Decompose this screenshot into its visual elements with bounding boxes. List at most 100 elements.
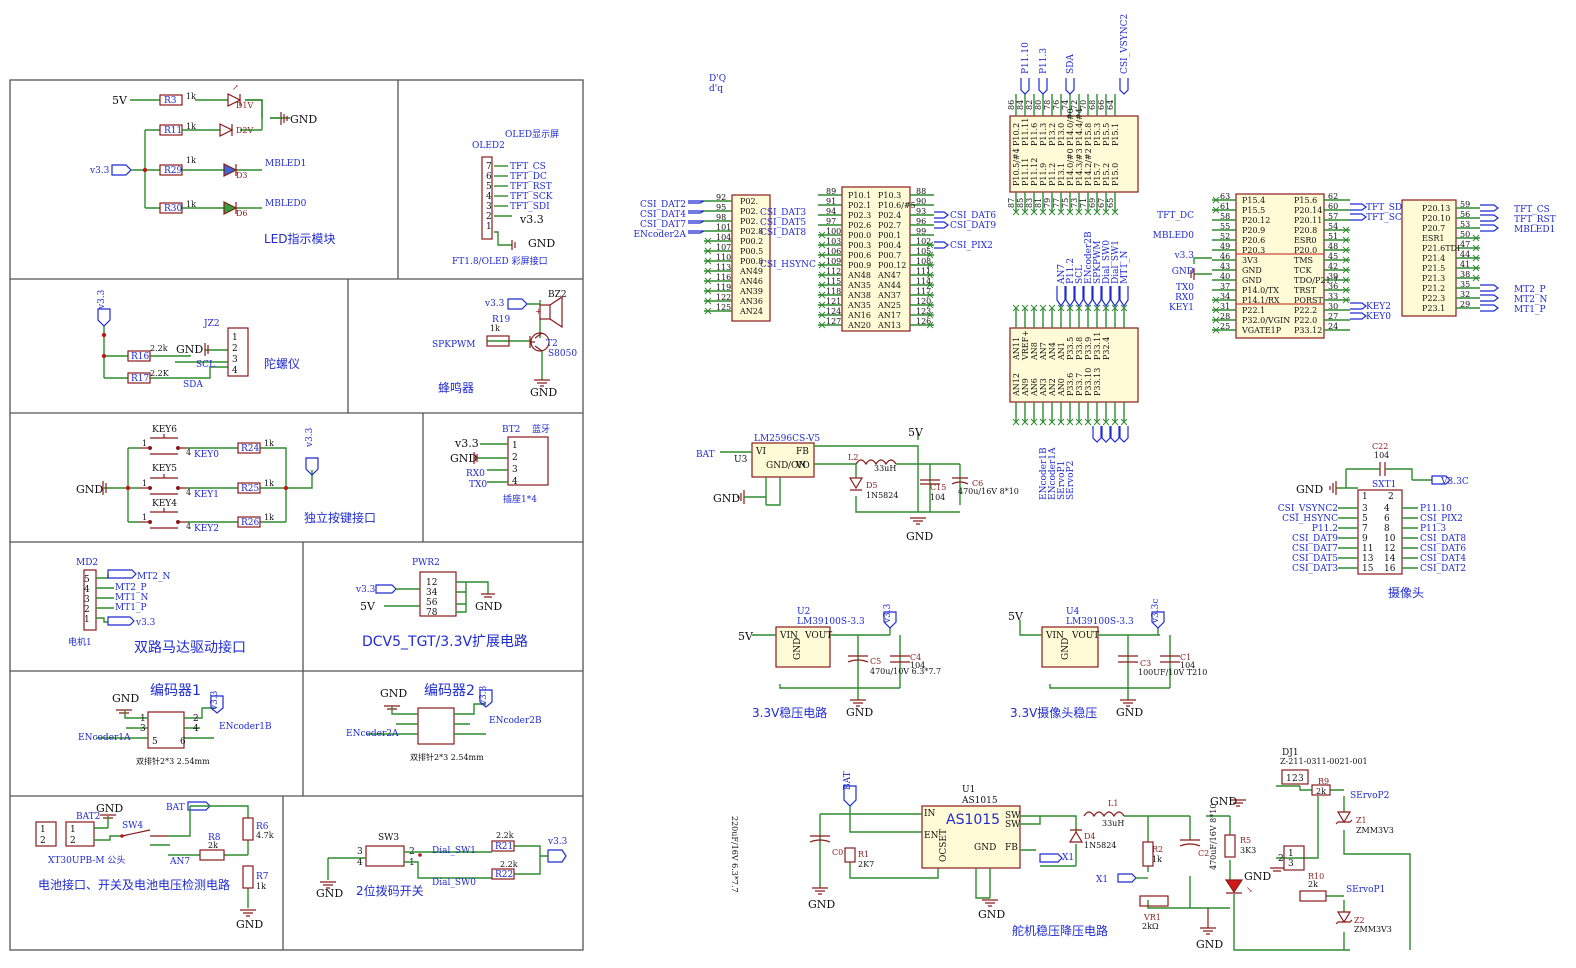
- svg-text:GND: GND: [1061, 638, 1071, 660]
- p15-left-net: GND: [1172, 267, 1194, 277]
- svg-text:电机1: 电机1: [68, 636, 92, 648]
- mcu-bot-net: SErvoP2: [1066, 461, 1076, 500]
- svg-text:P11.11: P11.11: [1021, 158, 1030, 186]
- oled-net-label: TFT_SDI: [510, 202, 550, 212]
- svg-text:ENcoder1B: ENcoder1B: [219, 722, 272, 732]
- svg-text:1: 1: [409, 858, 415, 868]
- svg-text:67: 67: [1097, 198, 1106, 208]
- svg-text:GND: GND: [316, 887, 343, 900]
- svg-text:D1V: D1V: [236, 101, 254, 110]
- svg-text:2.2k: 2.2k: [496, 831, 514, 840]
- svg-text:47: 47: [1460, 240, 1470, 249]
- mcu-net-label: CSI_DAT3: [760, 208, 806, 218]
- svg-text:P15.5: P15.5: [1102, 123, 1111, 146]
- svg-text:1: 1: [142, 513, 147, 522]
- svg-text:T2: T2: [546, 339, 558, 349]
- mcu-net-label: CSI_DAT5: [760, 218, 806, 228]
- ldo-camera-section: U4 LM39100S-3.3 VIN VOUT GND 5V C3 100UF…: [1008, 599, 1207, 720]
- svg-text:AN46: AN46: [739, 277, 763, 286]
- svg-text:OLED2: OLED2: [472, 141, 505, 151]
- oled-pin-number: 7: [486, 162, 492, 172]
- camera-pin-number: 15: [1362, 564, 1374, 574]
- p20-right-net: TFT_CS: [1514, 205, 1550, 215]
- svg-text:32: 32: [1460, 290, 1470, 299]
- svg-text:43: 43: [1220, 262, 1230, 271]
- svg-text:P14.0/#0: P14.0/#0: [1066, 108, 1075, 146]
- svg-text:91: 91: [826, 197, 836, 206]
- svg-text:1: 1: [140, 714, 146, 724]
- svg-text:MT1_P: MT1_P: [115, 603, 147, 613]
- svg-text:3V3: 3V3: [1242, 256, 1258, 265]
- svg-text:Z1: Z1: [1356, 816, 1367, 825]
- svg-text:ESR1: ESR1: [1422, 234, 1444, 243]
- svg-text:1N5824: 1N5824: [1084, 841, 1116, 850]
- svg-text:72: 72: [1070, 100, 1079, 110]
- camera-pin-number: 16: [1384, 564, 1396, 574]
- camera-pin-number: 9: [1362, 534, 1368, 544]
- svg-text:114: 114: [916, 277, 931, 286]
- svg-text:5: 5: [152, 737, 158, 747]
- mcu-top-net: P11.3: [1039, 48, 1049, 74]
- svg-text:KEY5: KEY5: [152, 464, 177, 474]
- mcu-top-net: P11.10: [1021, 42, 1031, 74]
- svg-text:SW3: SW3: [378, 833, 399, 843]
- svg-text:88: 88: [916, 187, 926, 196]
- svg-text:P15.3: P15.3: [1093, 123, 1102, 146]
- power-extension-section: PWR2 12 34 56 78 v3.3 5V GND DCV5_TGT/3.…: [355, 558, 528, 650]
- svg-text:34: 34: [426, 588, 438, 598]
- svg-text:P00.12: P00.12: [878, 261, 906, 270]
- svg-text:KEY1: KEY1: [194, 490, 219, 500]
- svg-text:65: 65: [1106, 198, 1115, 208]
- svg-text:R26: R26: [241, 518, 260, 528]
- svg-text:S8050: S8050: [548, 349, 577, 359]
- svg-text:75: 75: [1061, 198, 1070, 208]
- svg-text:ENcoder2A: ENcoder2A: [346, 729, 399, 739]
- svg-text:蓝牙: 蓝牙: [532, 423, 550, 435]
- led-vcc-label: 5V: [112, 94, 128, 107]
- svg-text:470uF/16V 8*10: 470uF/16V 8*10: [1209, 804, 1218, 870]
- svg-text:5V: 5V: [360, 600, 376, 613]
- svg-text:GND: GND: [978, 908, 1005, 921]
- svg-text:3: 3: [232, 355, 238, 365]
- svg-text:30: 30: [1328, 302, 1338, 311]
- svg-text:P33.6: P33.6: [1066, 373, 1075, 396]
- svg-text:P14.2/#2: P14.2/#2: [1084, 148, 1093, 186]
- svg-text:2.2K: 2.2K: [150, 369, 170, 378]
- svg-text:125: 125: [716, 303, 731, 312]
- svg-text:220uF/16V 6.3*7.7: 220uF/16V 6.3*7.7: [730, 816, 739, 893]
- oled-net-label: TFT_CS: [510, 162, 546, 172]
- svg-text:P20.11: P20.11: [1294, 216, 1322, 225]
- resistor-r3: [159, 94, 183, 106]
- svg-text:2位拨码开关: 2位拨码开关: [356, 883, 424, 898]
- svg-text:独立按键接口: 独立按键接口: [304, 510, 376, 525]
- svg-text:D5: D5: [866, 481, 878, 490]
- mcu-mid-net: MT1_N: [1120, 251, 1130, 284]
- svg-text:P00.8: P00.8: [740, 257, 763, 266]
- svg-text:R7: R7: [256, 872, 269, 882]
- svg-text:51: 51: [1328, 232, 1338, 241]
- svg-text:1k: 1k: [186, 156, 196, 165]
- svg-text:P33.11: P33.11: [1093, 332, 1102, 360]
- svg-text:VOUT: VOUT: [1071, 631, 1099, 641]
- svg-text:GND: GND: [76, 483, 103, 496]
- svg-text:AN7: AN7: [1039, 342, 1048, 361]
- svg-text:1k: 1k: [186, 92, 196, 101]
- svg-text:GND: GND: [793, 638, 803, 660]
- svg-text:D4: D4: [1084, 832, 1096, 841]
- svg-text:3: 3: [140, 724, 146, 734]
- svg-text:121: 121: [826, 297, 841, 306]
- svg-text:AN39: AN39: [739, 287, 763, 296]
- svg-text:3: 3: [1298, 774, 1304, 784]
- svg-text:2kΩ: 2kΩ: [1142, 922, 1159, 931]
- left-panel-frame: [9, 79, 584, 951]
- svg-text:FB: FB: [1005, 843, 1018, 853]
- svg-text:v3.3: v3.3: [89, 166, 110, 176]
- svg-text:P33.8: P33.8: [1075, 337, 1084, 360]
- svg-text:56: 56: [426, 598, 438, 608]
- svg-text:P14.0/TX: P14.0/TX: [1242, 286, 1279, 295]
- svg-text:Dial_SW1: Dial_SW1: [432, 846, 476, 856]
- svg-text:BT2: BT2: [502, 425, 520, 435]
- svg-text:OLED显示屏: OLED显示屏: [505, 129, 559, 140]
- svg-text:GND: GND: [530, 386, 557, 399]
- svg-text:86: 86: [1007, 100, 1016, 110]
